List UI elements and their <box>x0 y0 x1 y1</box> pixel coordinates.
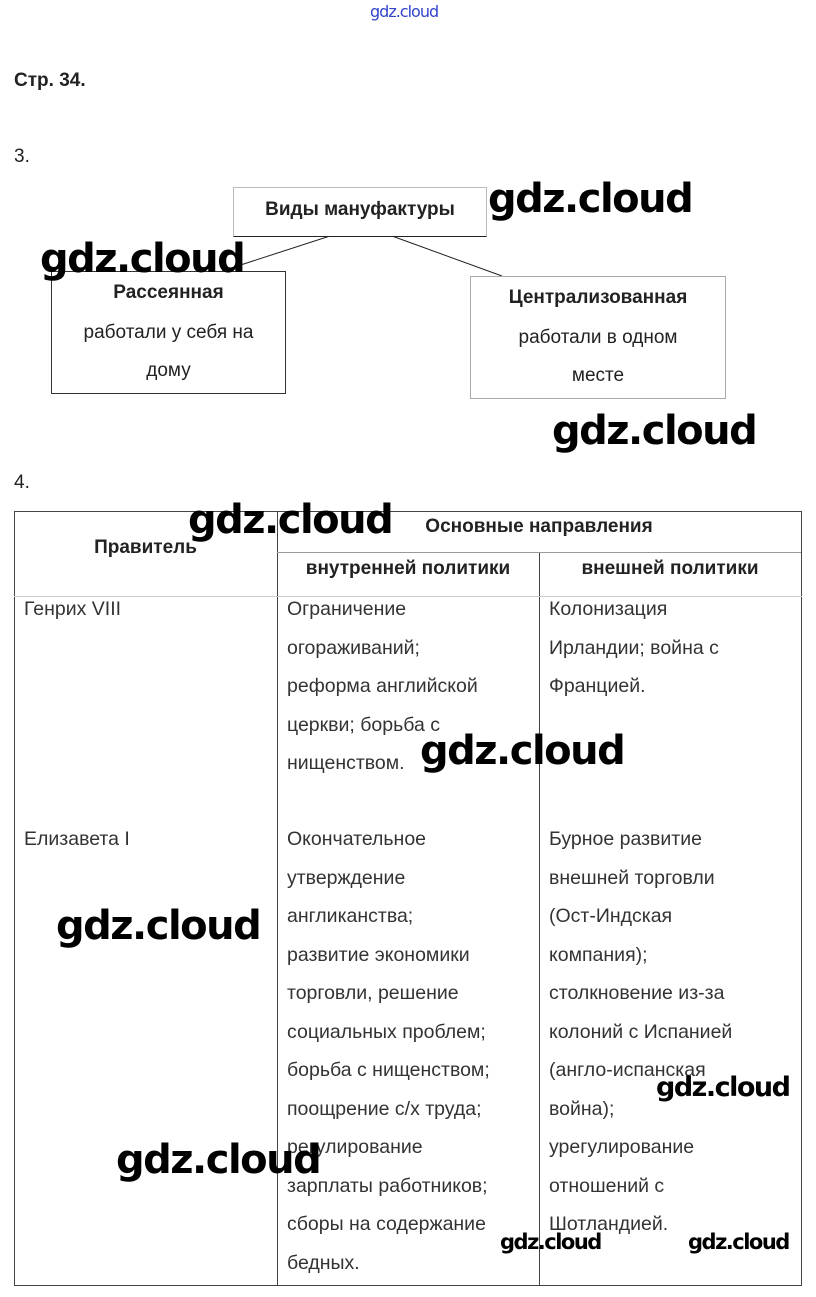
cell-line: (англо-испанская <box>549 1059 706 1081</box>
cell-line: внешней торговли <box>549 866 715 889</box>
task-3-number: 3. <box>14 146 30 167</box>
cell-line: Бурное развитие <box>549 828 702 850</box>
watermark: gdz.cloud <box>40 236 246 282</box>
table-border-left <box>14 511 15 1286</box>
cell-line: урегулирование <box>549 1136 695 1158</box>
diagram-box-centralized: Централизованная работали в одном месте <box>470 276 726 399</box>
watermark: gdz.cloud <box>688 1230 790 1254</box>
cell-line: Францией. <box>549 675 646 697</box>
cell-line: реформа английской <box>287 675 478 697</box>
cell-line: утверждение <box>287 866 406 889</box>
cell-line: Ирландии; война с <box>549 636 719 659</box>
cell-line: отношений с <box>549 1174 665 1197</box>
cell-line: (Ост-Индская <box>549 905 673 927</box>
diagram-root-box: Виды мануфактуры <box>233 187 487 237</box>
cell-line: бедных. <box>287 1251 360 1274</box>
cell-line: огораживаний; <box>287 636 420 659</box>
header-ruler: Правитель <box>94 537 197 558</box>
box-line: дому <box>146 360 191 381</box>
cell-line: борьба с нищенством; <box>287 1059 490 1081</box>
cell-line: Окончательное <box>287 828 427 850</box>
task-4-number: 4. <box>14 472 30 493</box>
table-border-top <box>14 511 802 512</box>
cell-line: Шотландией. <box>549 1213 669 1235</box>
box-line: работали в одном <box>518 327 678 348</box>
connector-right <box>391 235 503 277</box>
cell-line: столкновение из-за <box>549 982 725 1004</box>
box-title: Рассеянная <box>113 282 224 303</box>
diagram-root-label: Виды мануфактуры <box>265 199 455 220</box>
cell-line: война); <box>549 1097 615 1120</box>
cell-internal-policy: Окончательное утверждение англиканства; раз… <box>287 820 490 1282</box>
cell-line: регулирование <box>287 1136 423 1158</box>
cell-line: церкви; борьба с <box>287 713 441 736</box>
connector-left <box>221 235 331 272</box>
watermark: gdz.cloud <box>656 1072 791 1103</box>
watermark: gdz.cloud <box>56 903 262 949</box>
diagram-connectors <box>221 235 503 277</box>
cell-line: нищенством. <box>287 752 405 774</box>
cell-ruler: Елизавета I <box>24 828 130 850</box>
cell-line: поощрение с/х труда; <box>287 1097 482 1120</box>
cell-line: Колонизация <box>549 598 668 620</box>
table-border-bottom <box>14 1285 802 1286</box>
box-title: Централизованная <box>508 287 688 308</box>
table-col-divider <box>277 511 278 1286</box>
cell-line: социальных проблем; <box>287 1020 486 1043</box>
page-reference: Стр. 34. <box>14 70 86 91</box>
table-col-divider <box>539 552 540 1285</box>
header-main-directions: Основные направления <box>425 516 653 537</box>
cell-external-policy: Бурное развитие внешней торговли (Ост-Индс… <box>549 820 732 1244</box>
top-link[interactable]: gdz.cloud <box>370 2 439 21</box>
cell-internal-policy: Ограничение огораживаний; реформа английск… <box>287 590 478 783</box>
header-external-policy: внешней политики <box>581 558 759 579</box>
watermark: gdz.cloud <box>116 1137 322 1183</box>
watermark: gdz.cloud <box>488 176 694 222</box>
cell-line: компания); <box>549 943 648 966</box>
cell-line: англиканства; <box>287 905 414 927</box>
cell-line: сборы на содержание <box>287 1213 486 1235</box>
cell-line: Ограничение <box>287 598 407 620</box>
cell-line: развитие экономики <box>287 943 470 966</box>
cell-line: колоний с Испанией <box>549 1020 733 1043</box>
cell-ruler: Генрих VIII <box>24 598 122 620</box>
watermark: gdz.cloud <box>500 1230 602 1254</box>
cell-line: торговли, решение <box>287 982 459 1004</box>
box-line: работали у себя на <box>83 322 254 343</box>
diagram-box-dispersed: Рассеянная работали у себя на дому <box>51 271 286 394</box>
header-internal-policy: внутренней политики <box>305 558 511 579</box>
box-line: месте <box>571 365 625 386</box>
table-border-right <box>801 511 802 1286</box>
cell-line: зарплаты работников; <box>287 1174 488 1197</box>
watermark: gdz.cloud <box>420 728 626 774</box>
table-row-divider <box>277 552 801 553</box>
table-row-divider <box>14 596 802 597</box>
watermark: gdz.cloud <box>552 408 758 454</box>
watermark: gdz.cloud <box>188 497 394 543</box>
